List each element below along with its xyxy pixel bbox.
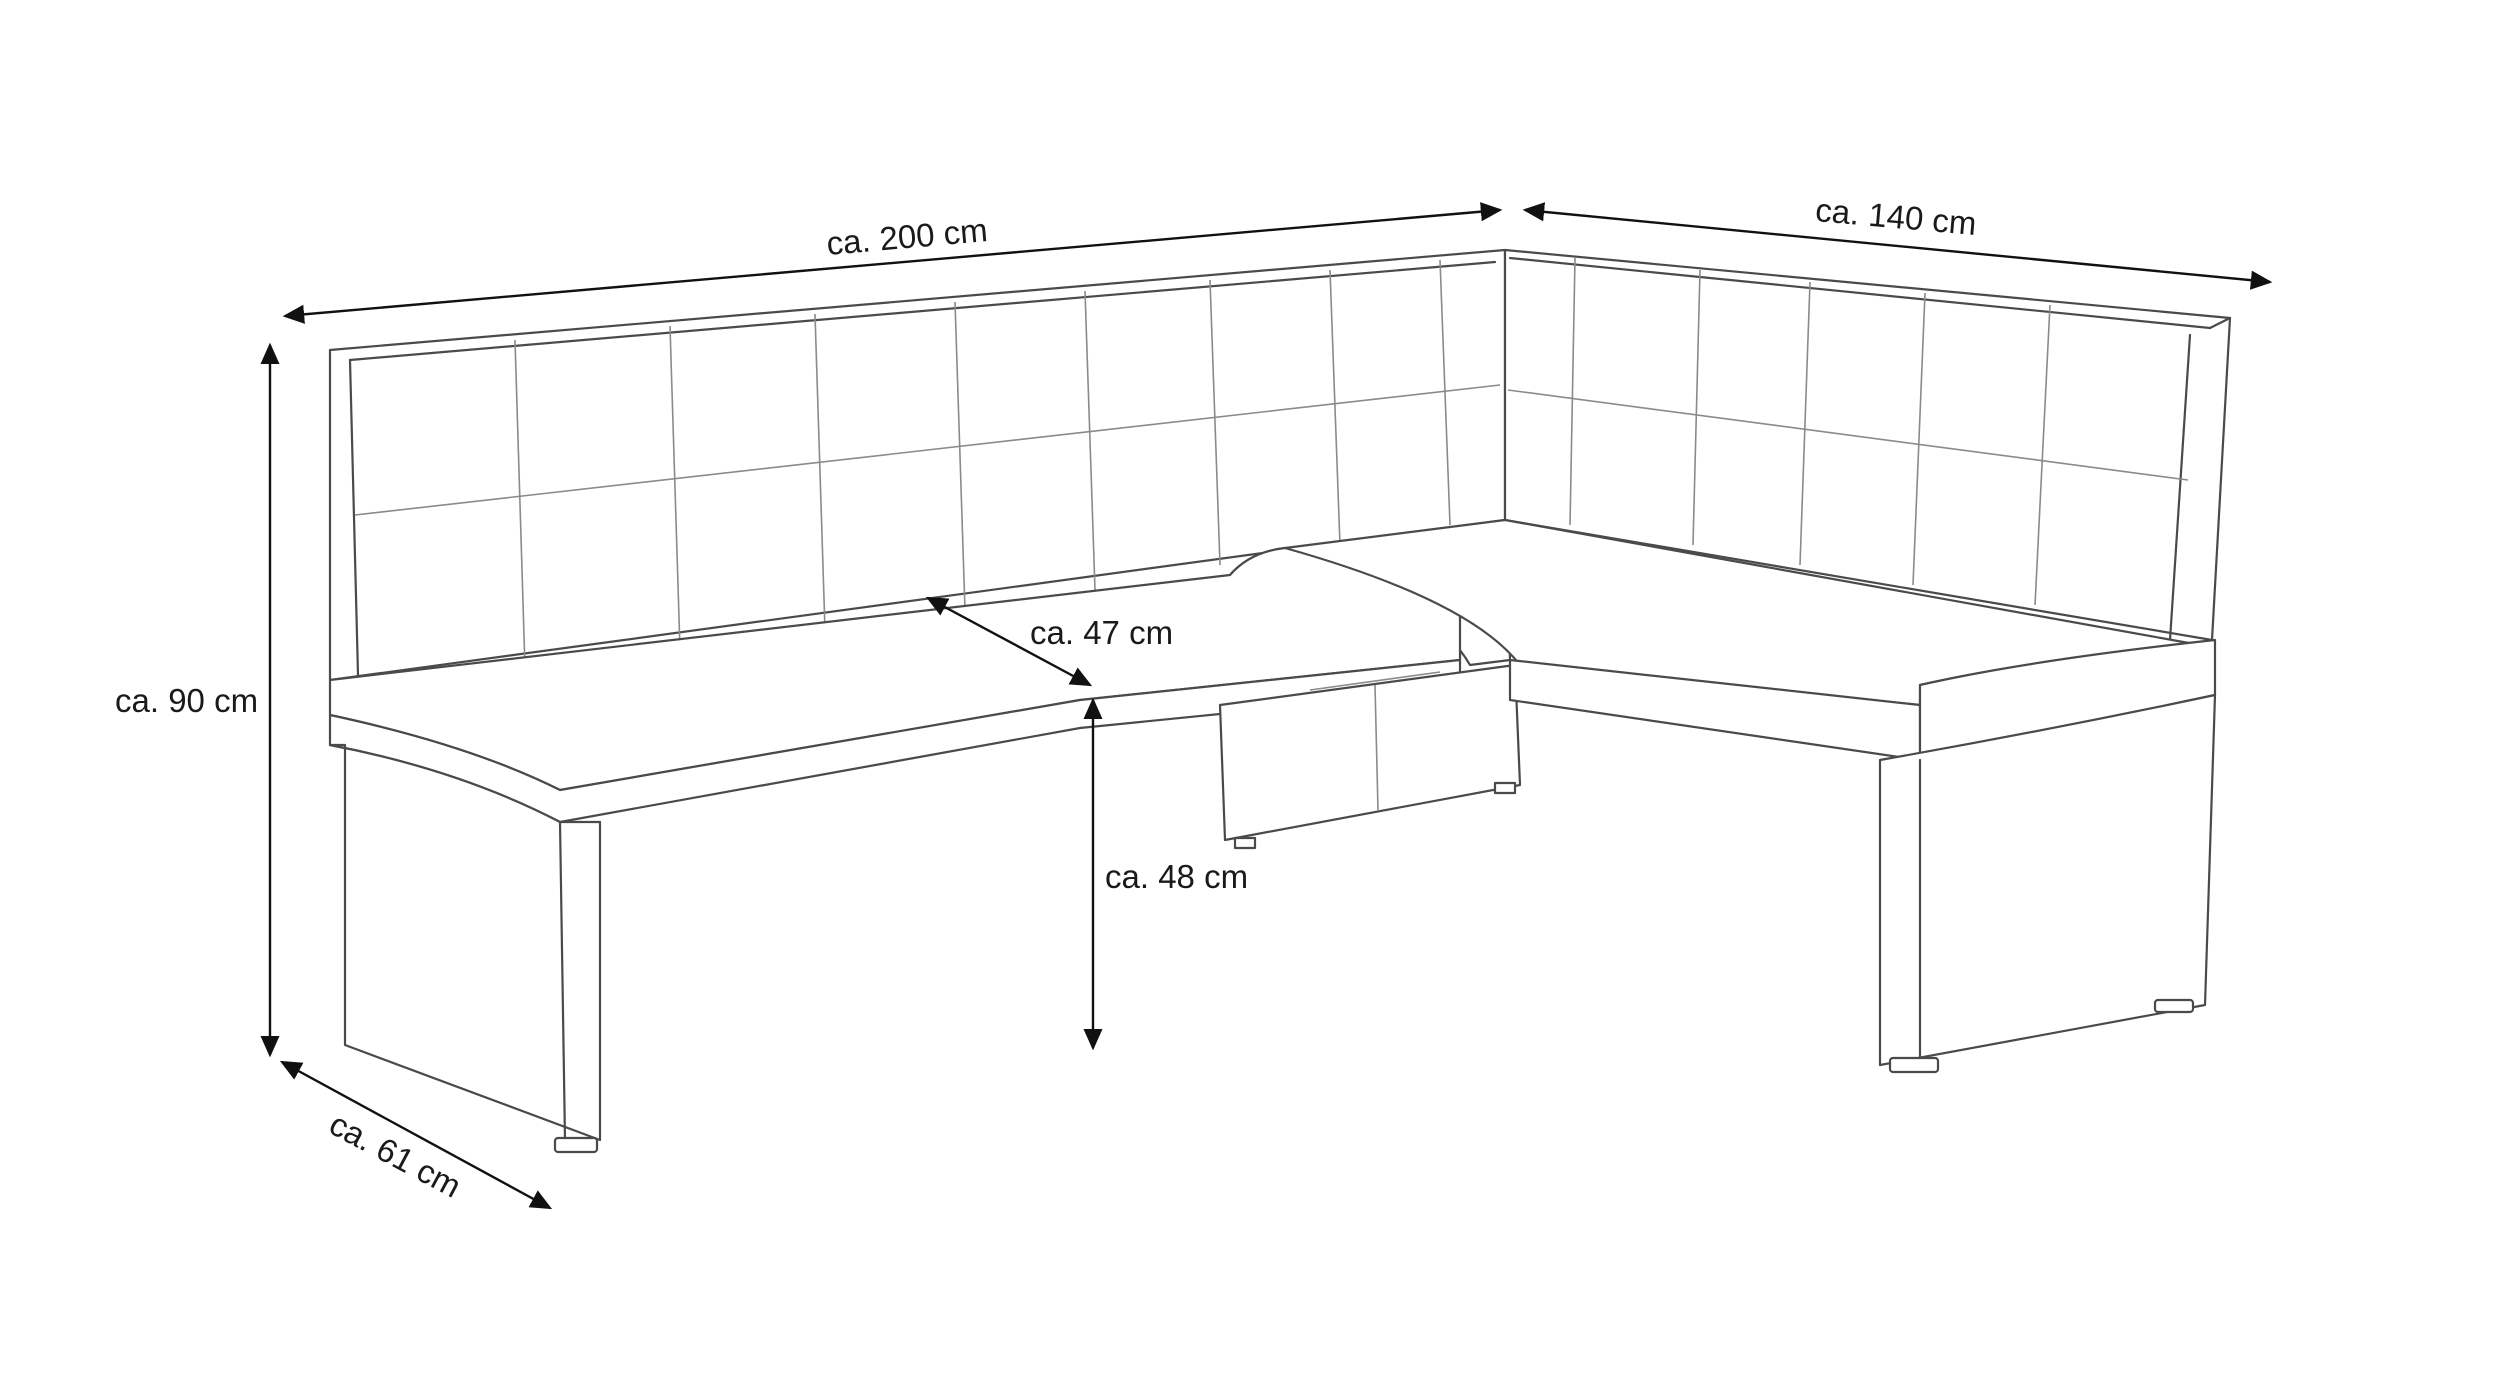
- dimension-lines: [260, 202, 2273, 1210]
- side-length-label: ca. 140 cm: [1814, 191, 1978, 242]
- side-length-dimension-line: [1522, 202, 2273, 290]
- right-backrest: [1503, 248, 2232, 642]
- depth-dimension-line: [279, 1060, 553, 1210]
- middle-drawer: [1218, 663, 1522, 850]
- total-height-label: ca. 90 cm: [115, 682, 258, 719]
- left-end-panel: [328, 743, 602, 1154]
- seat-depth-dimension-line: [925, 596, 1093, 687]
- total-length-dimension-line: [282, 202, 1503, 324]
- right-seat: [1283, 518, 2217, 762]
- seat-height-label: ca. 48 cm: [1105, 858, 1248, 895]
- depth-label: ca. 61 cm: [324, 1105, 468, 1205]
- total-length-label: ca. 200 cm: [825, 211, 989, 262]
- right-end-panel: [1878, 693, 2217, 1074]
- corner-bench: [328, 248, 2232, 1154]
- seat-depth-label: ca. 47 cm: [1030, 614, 1173, 651]
